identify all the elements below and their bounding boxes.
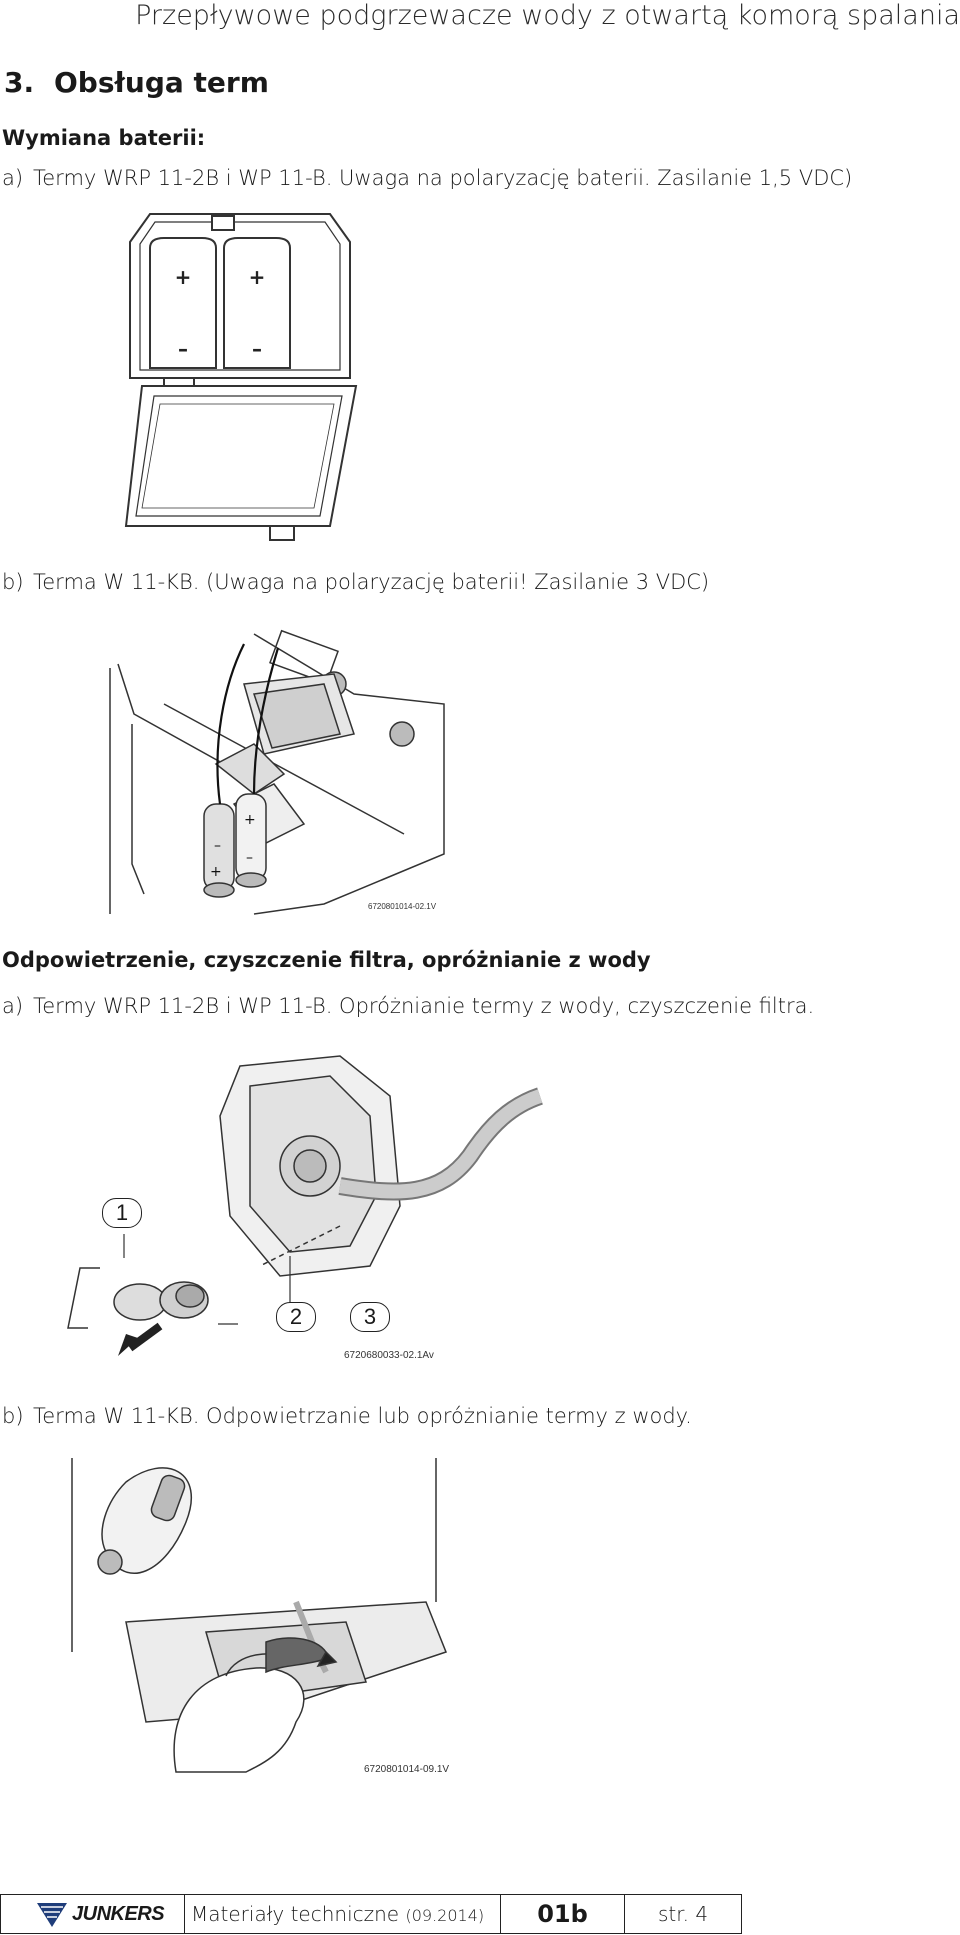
callout-3: 3	[350, 1302, 390, 1332]
battery-minus-left: –	[178, 337, 188, 361]
page-header-title: Przepływowe podgrzewacze wody z otwartą …	[135, 0, 960, 31]
battery-item-a: a) Termy WRP 11-2B i WP 11-B. Uwaga na po…	[2, 166, 852, 190]
junkers-logo-icon	[37, 1903, 67, 1927]
venting-heading: Odpowietrzenie, czyszczenie filtra, opró…	[2, 948, 651, 972]
item-text: Termy WRP 11-2B i WP 11-B. Opróżnianie t…	[33, 994, 815, 1018]
item-letter: a)	[2, 166, 24, 190]
battery-minus-right: –	[252, 337, 262, 361]
item-letter: b)	[2, 570, 24, 594]
venting-item-a: a) Termy WRP 11-2B i WP 11-B. Opróżnianie…	[2, 994, 814, 1018]
figure-code-battery: 6720801014-02.1V	[368, 902, 437, 911]
item-text: Terma W 11-KB. Odpowietrzanie lub opróżn…	[33, 1404, 692, 1428]
figure-code-draining: 6720801014-09.1V	[364, 1764, 450, 1775]
footer-materials-cell: Materiały techniczne (09.2014)	[184, 1894, 500, 1934]
section-title-text: Obsługa term	[54, 66, 269, 99]
item-text: Terma W 11-KB. (Uwaga na polaryzację bat…	[33, 570, 710, 594]
footer-materials: Materiały techniczne	[191, 1902, 400, 1926]
callout-1: 1	[102, 1198, 142, 1228]
item-letter: b)	[2, 1404, 24, 1428]
battery-box-illustration: + + – –	[124, 213, 358, 541]
heater-battery-illustration: – + – +	[109, 629, 445, 915]
item-letter: a)	[2, 994, 24, 1018]
battery-fig-plus-2: +	[210, 864, 222, 880]
section-title: 3. Obsługa term	[4, 66, 269, 99]
battery-plus-right: +	[249, 265, 266, 289]
footer-page-number: str. 4	[624, 1894, 742, 1934]
item-text: Termy WRP 11-2B i WP 11-B. Uwaga na pola…	[33, 166, 853, 190]
draining-illustration	[71, 1458, 447, 1773]
venting-item-b: b) Terma W 11-KB. Odpowietrzanie lub opró…	[2, 1404, 692, 1428]
footer-date: (09.2014)	[405, 1906, 485, 1925]
footer-code: 01b	[500, 1894, 624, 1934]
footer-brand: JUNKERS	[72, 1903, 165, 1925]
battery-fig-minus-1: –	[214, 838, 221, 854]
callout-2: 2	[276, 1302, 316, 1332]
figure-code-filter: 6720680033-02.1Av	[344, 1350, 434, 1361]
battery-item-b: b) Terma W 11-KB. (Uwaga na polaryzację b…	[2, 570, 709, 594]
filter-cleaning-illustration	[67, 1055, 544, 1356]
battery-fig-plus-1: +	[244, 812, 256, 828]
section-number: 3.	[4, 66, 35, 99]
battery-fig-minus-2: –	[246, 850, 253, 866]
battery-plus-left: +	[175, 265, 192, 289]
battery-heading: Wymiana baterii:	[2, 126, 206, 150]
